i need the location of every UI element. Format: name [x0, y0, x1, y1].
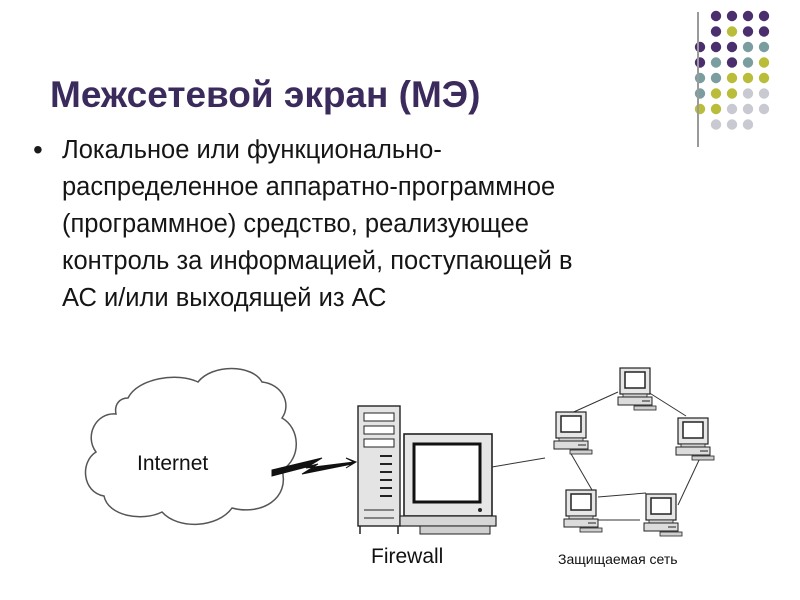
decorative-dot	[742, 26, 754, 37]
decorative-dot	[726, 103, 738, 115]
decorative-dot	[726, 119, 738, 130]
decorative-dot	[742, 41, 754, 53]
decorative-dot	[742, 72, 754, 84]
decorative-dot	[726, 10, 738, 22]
decorative-dot	[742, 88, 754, 99]
decorative-dot	[710, 10, 722, 22]
bullet-line: контроль за информацией, поступающей в	[62, 247, 573, 275]
decorative-dot	[710, 103, 722, 115]
decorative-dot	[758, 10, 770, 22]
bullet-text: Локальное или функционально- распределен…	[62, 132, 752, 317]
protected-network-label: Защищаемая сеть	[558, 551, 678, 567]
decorative-dot	[758, 72, 770, 84]
monitor-icon	[399, 433, 497, 535]
decorative-dot	[726, 57, 738, 68]
bullet-dot-icon: •	[33, 134, 43, 165]
decorative-dot	[710, 26, 722, 37]
decorative-dot	[742, 119, 754, 130]
slide-title: Межсетевой экран (МЭ)	[50, 74, 481, 115]
decorative-dot	[758, 103, 770, 115]
workstation-icon	[553, 411, 593, 455]
workstation-icon	[643, 493, 683, 537]
server-tower-icon	[357, 405, 401, 534]
decorative-dot	[742, 57, 754, 68]
decorative-vertical-line	[697, 12, 699, 147]
decorative-dot	[726, 88, 738, 99]
workstation-icon	[617, 367, 657, 411]
cloud-icon	[84, 367, 297, 525]
decorative-dot	[758, 57, 770, 68]
decorative-dot	[742, 10, 754, 22]
decorative-dot	[726, 72, 738, 84]
decorative-dot	[726, 41, 738, 53]
firewall-label: Firewall	[371, 545, 444, 568]
decorative-dot	[710, 88, 722, 99]
decorative-dot	[758, 88, 770, 99]
decorative-dot	[710, 57, 722, 68]
bullet-line: распределенное аппаратно-программное	[62, 173, 556, 201]
workstation-icon	[675, 417, 715, 461]
bullet-line: Локальное или функционально-	[62, 136, 442, 164]
bullet-line: АС и/или выходящей из АС	[62, 284, 387, 312]
bullet-line: (программное) средство, реализующее	[62, 210, 529, 238]
decorative-dot	[710, 41, 722, 53]
workstation-icon	[563, 489, 603, 533]
decorative-dot	[742, 103, 754, 115]
decorative-dot	[710, 72, 722, 84]
decorative-dot	[758, 41, 770, 53]
internet-label: Internet	[137, 452, 209, 475]
decorative-dot	[758, 26, 770, 37]
decorative-dot	[710, 119, 722, 130]
decorative-dot	[726, 26, 738, 37]
lightning-link-icon	[271, 457, 358, 477]
